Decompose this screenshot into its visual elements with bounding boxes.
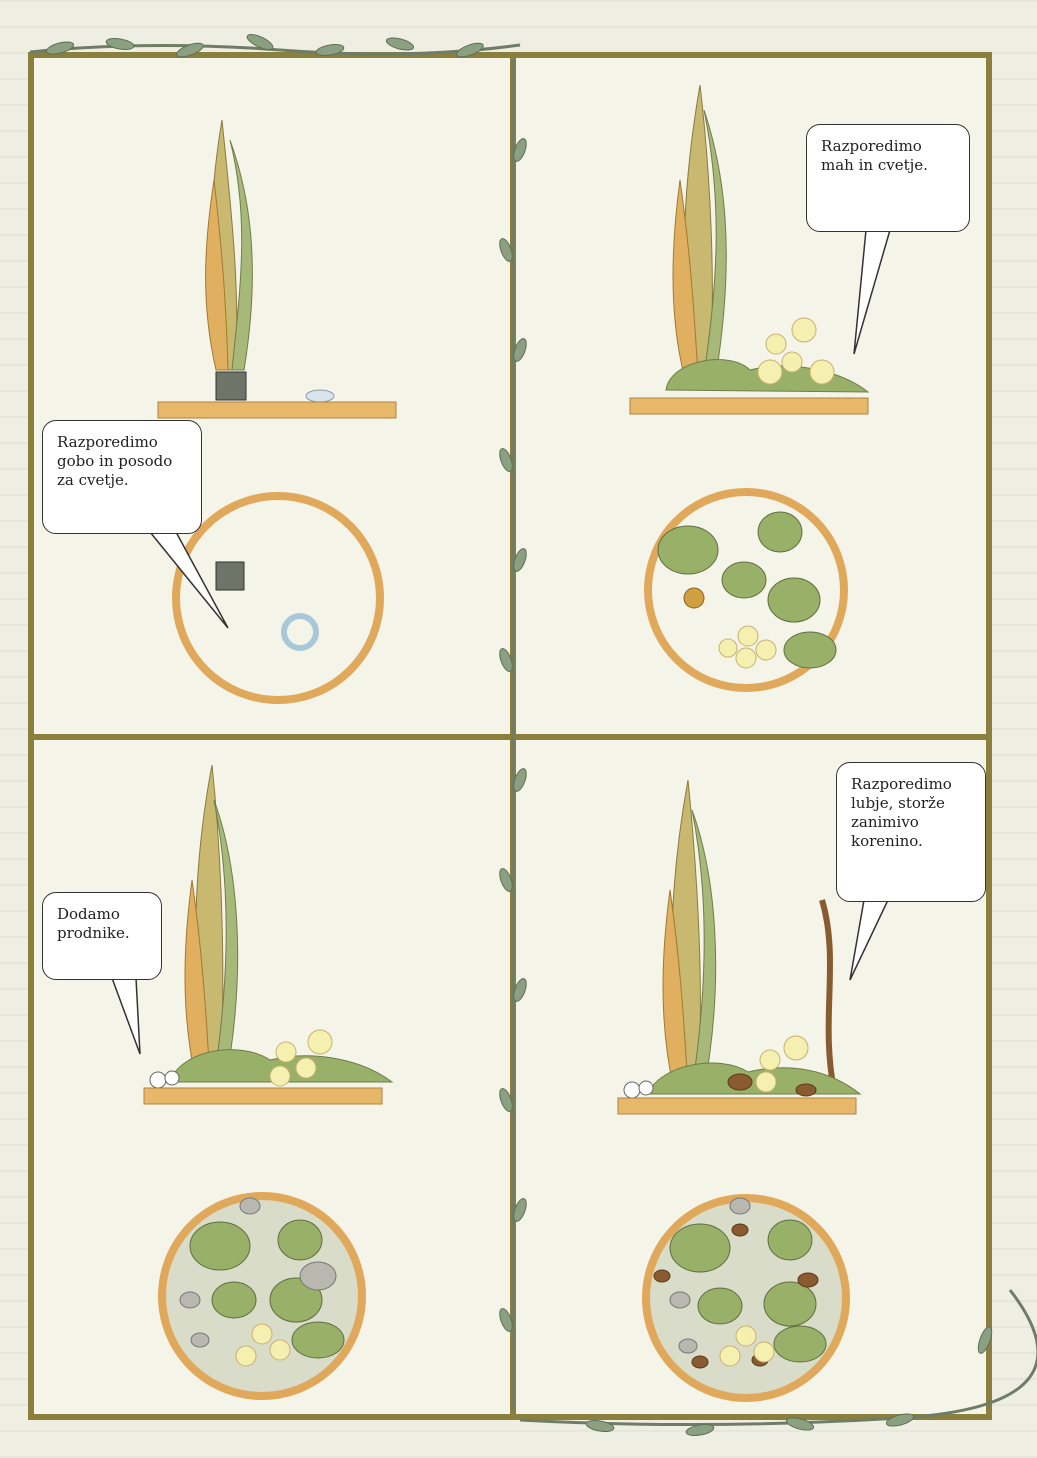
kenzan-top — [216, 562, 244, 590]
bowl-top — [284, 616, 316, 648]
board — [618, 1098, 856, 1114]
bubble-text: Razporedimo lubje, storže zanimivo koren… — [851, 775, 952, 850]
speech-bubble-step-1: Razporedimo gobo in posodo za cvetje. — [42, 420, 202, 534]
kenzan-top — [684, 588, 704, 608]
panel-3-top-view — [162, 1196, 362, 1396]
bowl — [306, 390, 334, 402]
speech-bubble-step-3: Dodamo prodnike. — [42, 892, 162, 980]
panel-4-top-view — [646, 1198, 846, 1398]
speech-bubble-step-4: Razporedimo lubje, storže zanimivo koren… — [836, 762, 986, 902]
bubble-tail-2 — [854, 230, 890, 354]
board — [144, 1088, 382, 1104]
pebbles — [150, 1071, 179, 1088]
board — [630, 398, 868, 414]
bubble-tail-4 — [850, 900, 888, 980]
kenzan-block — [216, 372, 246, 400]
flower-heads — [719, 626, 776, 668]
bubble-tail-3 — [112, 978, 140, 1054]
panel-1-side-view — [158, 120, 396, 418]
pebbles — [624, 1081, 653, 1098]
root — [822, 900, 834, 1090]
board — [158, 402, 396, 418]
speech-bubble-step-2: Razporedimo mah in cvetje. — [806, 124, 970, 232]
panel-3-side-view — [144, 765, 392, 1104]
panel-2-top-view — [648, 492, 844, 688]
bubble-text: Razporedimo mah in cvetje. — [821, 137, 928, 174]
panel-4-side-view — [618, 780, 860, 1114]
bubble-text: Dodamo prodnike. — [57, 905, 130, 942]
bubble-text: Razporedimo gobo in posodo za cvetje. — [57, 433, 172, 489]
